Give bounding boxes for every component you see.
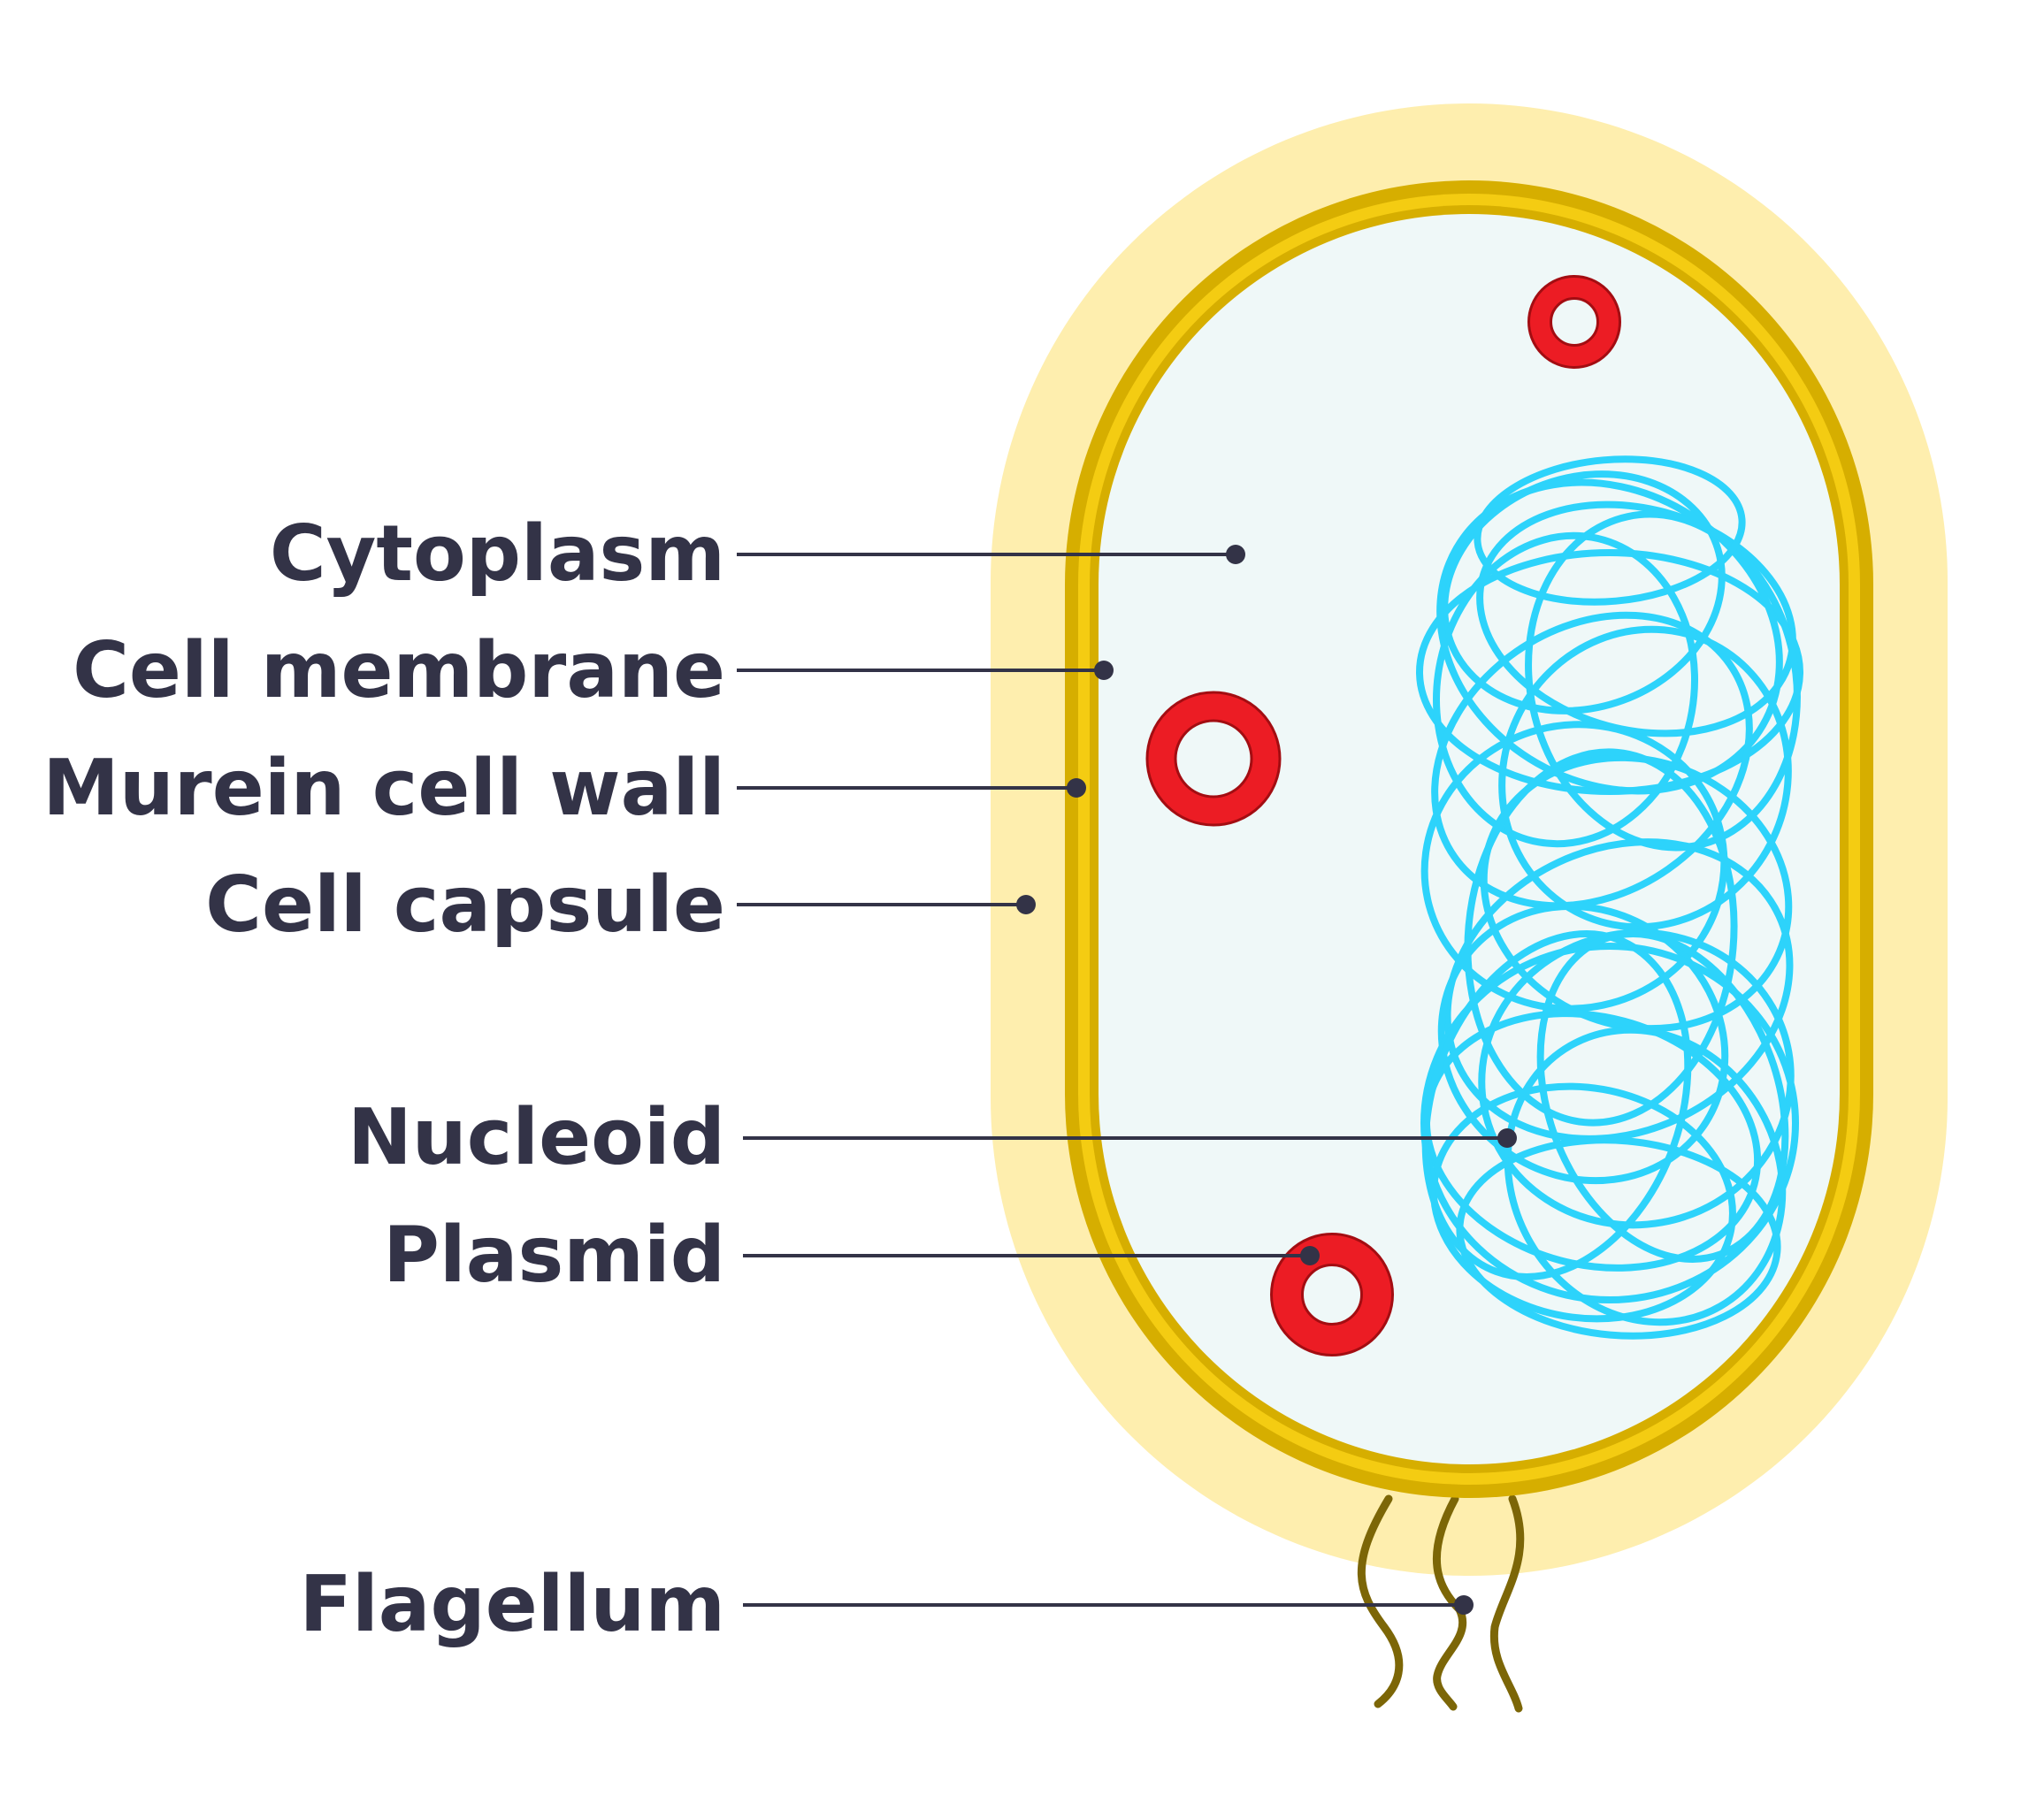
cytoplasm <box>1099 214 1840 1464</box>
plasmids <box>1145 275 1621 1356</box>
plasmid-bottom-fill <box>1273 1235 1391 1354</box>
label-nucleoid: Nucleoid <box>348 1092 725 1182</box>
flagella <box>1357 1494 1525 1713</box>
plasmid-middle-fill <box>1148 693 1279 824</box>
leader-lines <box>737 545 1517 1615</box>
label-flagellum: Flagellum <box>300 1559 725 1649</box>
label-murein-cell-wall: Murein cell wall <box>42 743 725 833</box>
label-cell-capsule: Cell capsule <box>205 860 725 950</box>
nucleoid <box>1416 455 1803 1340</box>
label-cytoplasm: Cytoplasm <box>270 508 725 599</box>
label-plasmid: Plasmid <box>383 1210 725 1300</box>
plasmid-top-fill <box>1530 278 1619 366</box>
flagellum-middle <box>1433 1494 1467 1711</box>
flagellum-right <box>1489 1494 1525 1713</box>
flagellum-left <box>1357 1494 1404 1708</box>
label-cell-membrane: Cell membrane <box>73 625 725 715</box>
